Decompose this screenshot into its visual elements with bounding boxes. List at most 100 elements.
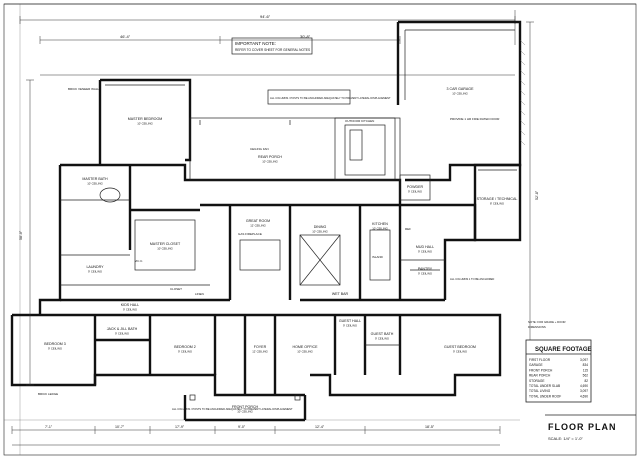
sqft-heading: SQUARE FOOTAGE	[535, 347, 592, 353]
dim-bottom-f: 18'-5"	[425, 425, 435, 429]
front-note-text: ALL COLUMNS / POSTS TO BE ANCHORED ADEQU…	[172, 407, 293, 411]
room-ceiling-home-office: 10' CEILING	[297, 350, 313, 354]
room-ceiling-rear-porch: 10' CEILING	[262, 160, 278, 164]
sqft-row-value: 4,690	[580, 384, 588, 388]
sqft-row-value: 562	[583, 374, 589, 378]
sqft-note-b: DIMENSIONS	[528, 325, 546, 329]
sqft-row-label: GARAGE	[529, 363, 543, 367]
room-name-rear-porch: REAR PORCH	[258, 155, 282, 159]
room-name-bedroom-2: BEDROOM 2	[174, 345, 196, 349]
important-note-box: IMPORTANT NOTE: REFER TO COVER SHEET FOR…	[231, 37, 313, 55]
plan-title: FLOOR PLAN	[548, 422, 617, 432]
room-ceiling-bedroom-2: 9' CEILING	[178, 350, 192, 354]
sqft-row-label: FIRST FLOOR	[529, 358, 551, 362]
room-ceiling-storage: 8' CEILING	[490, 202, 504, 206]
room-ceiling-pantry: 9' CEILING	[418, 272, 432, 276]
dimension-labels: 94'-6" 46'-4" 30'-8" 7'-1" 10'-7" 17'-9"…	[19, 14, 539, 429]
room-name-garage: 3 CAR GARAGE	[447, 87, 475, 91]
room-ceiling-guest-bath: 9' CEILING	[375, 337, 389, 341]
room-ceiling-mud-hall: 9' CEILING	[418, 250, 432, 254]
side-dimension-strings	[26, 21, 534, 386]
top-dimension-string	[19, 10, 516, 76]
room-name-pantry: PANTRY	[418, 267, 433, 271]
plan-scale: SCALE: 1/4" = 1'-0"	[548, 436, 583, 441]
outdoor-kitchen-label: OUTDOOR KITCHEN	[345, 119, 374, 123]
room-name-master-bedroom: MASTER BEDROOM	[128, 117, 163, 121]
garage-note-text: PROVIDE 1 HR FIRE RATED DOOR	[450, 117, 500, 121]
dim-bottom-d: 9'-0"	[238, 425, 246, 429]
sqft-row-label: TOTAL LIVING	[529, 389, 551, 393]
room-name-master-closet: MASTER CLOSET	[150, 242, 181, 246]
porch-note-text: ALL COLUMNS / POSTS TO BE ANCHORED ADEQU…	[270, 96, 391, 100]
room-ceiling-bedroom-3: 9' CEILING	[48, 347, 62, 351]
room-name-kids-hall: KIDS HALL	[121, 303, 139, 307]
bottom-dimension-string	[11, 426, 501, 446]
rear-porch-outline	[189, 117, 401, 181]
room-ceiling-front-porch: 10' CEILING	[237, 410, 253, 414]
sqft-note-a: NOTE: FOR GRADE + DOOR	[528, 320, 566, 324]
room-name-guest-bedroom: GUEST BEDROOM	[444, 345, 476, 349]
room-ceiling-foyer: 12' CEILING	[252, 350, 268, 354]
gas-fireplace-label: GAS FIREPLACE	[238, 232, 262, 236]
room-ceiling-guest-hall: 9' CEILING	[343, 324, 357, 328]
room-ceiling-laundry: 9' CEILING	[88, 270, 102, 274]
important-note-text: REFER TO COVER SHEET FOR GENERAL NOTES	[235, 48, 310, 52]
sqft-row-label: FRONT PORCH	[529, 368, 553, 372]
ceiling-fan-label: CEILING FAN	[250, 147, 269, 151]
room-ceiling-kitchen: 10' CEILING	[372, 227, 388, 231]
pantry-note-text: ALL COLUMNS 1 TO BE ANCHORED	[450, 277, 494, 281]
room-ceiling-master-bath: 10' CEILING	[87, 182, 103, 186]
square-footage-table: NOTE: FOR GRADE + DOOR DIMENSIONS SQUARE…	[525, 320, 592, 403]
dim-bottom-b: 10'-7"	[115, 425, 125, 429]
garage-walls	[396, 20, 526, 182]
sqft-row-value: 3,097	[580, 358, 588, 362]
room-name-dining: DINING	[314, 225, 327, 229]
room-name-kitchen: KITCHEN	[372, 222, 388, 226]
room-name-jack-jill-bath: JACK & JILL BATH	[107, 327, 138, 331]
room-name-guest-bath: GUEST BATH	[371, 332, 394, 336]
closet-label: CLOSET	[170, 287, 182, 291]
sqft-row-label: STORAGE	[529, 379, 545, 383]
room-name-powder: POWDER	[407, 185, 424, 189]
room-ceiling-dining: 10' CEILING	[312, 230, 328, 234]
dim-bottom-a: 7'-1"	[45, 425, 53, 429]
title-block: FLOOR PLAN SCALE: 1/4" = 1'-0"	[545, 414, 636, 441]
sqft-row-value: 3,097	[580, 389, 588, 393]
room-name-wet-bar: WET BAR	[332, 292, 349, 296]
room-name-laundry: LAUNDRY	[86, 265, 104, 269]
dim-top-right: 30'-8"	[300, 34, 311, 39]
main-house-walls	[10, 163, 502, 422]
room-name-storage: STORAGE / TECHNICAL	[477, 197, 518, 201]
dim-bottom-c: 17'-9"	[175, 425, 185, 429]
room-ceiling-master-closet: 10' CEILING	[157, 247, 173, 251]
sqft-row-value: 834	[583, 363, 589, 367]
room-name-front-porch: FRONT PORCH	[232, 405, 259, 409]
room-ceiling-jack-jill-bath: 9' CEILING	[115, 332, 129, 336]
linen-label: LINEN	[195, 292, 204, 296]
room-name-home-office: HOME OFFICE	[293, 345, 319, 349]
room-name-mud-hall: MUD HALL	[416, 245, 434, 249]
island-label: ISLAND	[372, 255, 384, 259]
dim-top-left: 46'-4"	[120, 34, 131, 39]
room-ceiling-kids-hall: 9' CEILING	[123, 308, 137, 312]
room-ceiling-guest-bedroom: 9' CEILING	[453, 350, 467, 354]
fridge-label: REF	[405, 227, 411, 231]
sqft-row-label: TOTAL UNDER SLAB	[529, 384, 560, 388]
dim-left-total: 58'-0"	[19, 230, 23, 240]
room-name-great-room: GREAT ROOM	[246, 219, 270, 223]
brick-veneer-label: BRICK VENEER WALL	[68, 87, 100, 91]
wic-label: W.I.C.	[135, 259, 143, 263]
dim-top-total: 94'-6"	[260, 14, 271, 19]
room-name-bedroom-3: BEDROOM 3	[44, 342, 66, 346]
sqft-row-value: 82	[584, 379, 588, 383]
room-name-guest-hall: GUEST HALL	[339, 319, 361, 323]
brick-ledge-label: BRICK LEDGE	[38, 392, 58, 396]
room-ceiling-master-bedroom: 10' CEILING	[137, 122, 153, 126]
sqft-row-label: REAR PORCH	[529, 374, 551, 378]
room-ceiling-great-room: 12' CEILING	[250, 224, 266, 228]
storage-walls	[473, 163, 522, 242]
dim-bottom-e: 12'-4"	[315, 425, 325, 429]
